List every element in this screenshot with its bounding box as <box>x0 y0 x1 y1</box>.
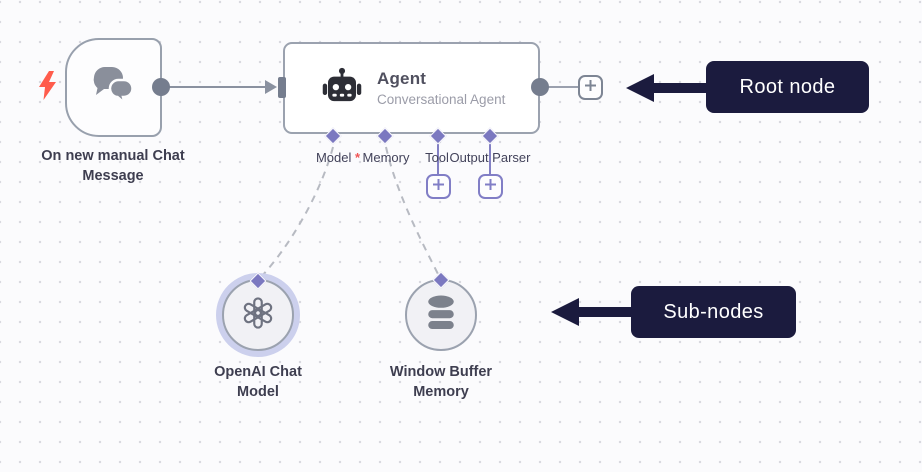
add-output-parser-button[interactable] <box>478 174 503 199</box>
agent-output-port[interactable] <box>531 78 549 96</box>
connection-model-dashed <box>260 146 334 278</box>
root-node-annotation: Root node <box>706 61 869 113</box>
openai-node-label: OpenAI Chat Model <box>214 364 302 400</box>
root-node-annotation-label: Root node <box>739 75 836 98</box>
agent-node[interactable]: Agent Conversational Agent <box>283 42 540 134</box>
window-buffer-memory-node[interactable] <box>405 279 477 351</box>
add-node-button[interactable] <box>578 75 603 100</box>
root-node-arrow-shaft <box>652 83 708 93</box>
sub-nodes-annotation: Sub-nodes <box>631 286 796 338</box>
plus-icon <box>432 178 445 196</box>
sub-nodes-annotation-label: Sub-nodes <box>663 300 764 323</box>
add-tool-button[interactable] <box>426 174 451 199</box>
lightning-bolt-icon <box>39 71 56 100</box>
port-label-output-parser: Output Parser <box>449 150 531 165</box>
agent-input-port[interactable] <box>278 77 286 98</box>
port-label-memory: Memory <box>362 150 410 165</box>
database-icon <box>424 294 458 337</box>
agent-node-title: Agent <box>377 69 427 88</box>
trigger-node[interactable] <box>65 38 162 137</box>
memory-node-label: Window Buffer Memory <box>389 364 493 400</box>
robot-icon <box>321 67 363 109</box>
chat-bubbles-icon <box>90 64 138 111</box>
sub-nodes-arrow-icon <box>551 298 579 326</box>
sub-nodes-arrow-shaft <box>577 307 633 317</box>
port-label-tool: Tool <box>425 150 449 165</box>
openai-chat-model-node[interactable] <box>222 279 294 351</box>
trigger-output-port[interactable] <box>152 78 170 96</box>
openai-logo-icon <box>238 293 278 338</box>
plus-icon <box>484 178 497 196</box>
root-node-arrow-icon <box>626 74 654 102</box>
connection-memory-dashed <box>385 146 440 277</box>
connection-arrowhead-icon <box>265 80 277 94</box>
plus-icon <box>584 79 597 97</box>
port-label-model: Model * <box>315 150 361 165</box>
agent-node-subtitle: Conversational Agent <box>377 92 506 107</box>
required-marker: * <box>354 150 361 165</box>
trigger-node-label: On new manual Chat Message <box>41 148 185 184</box>
